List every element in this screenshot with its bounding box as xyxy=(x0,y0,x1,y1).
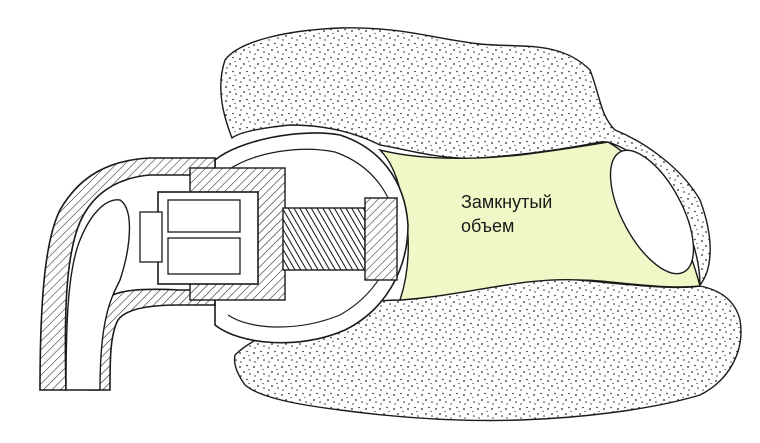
receiver-coil-lower xyxy=(167,237,241,275)
closed-volume-label: Замкнутый объем xyxy=(461,190,552,238)
spring-filter xyxy=(282,207,366,271)
eardrum xyxy=(609,149,695,275)
ear-tissue-upper xyxy=(220,27,711,287)
sound-tube xyxy=(65,199,131,391)
receiver-coil-upper xyxy=(167,199,241,233)
receiver-terminal xyxy=(139,211,163,263)
closed-volume-label-line-1: Замкнутый xyxy=(461,192,553,212)
front-nozzle xyxy=(364,197,398,281)
closed-volume-label-line-2: объем xyxy=(461,216,515,236)
earpiece-shell xyxy=(39,157,216,391)
